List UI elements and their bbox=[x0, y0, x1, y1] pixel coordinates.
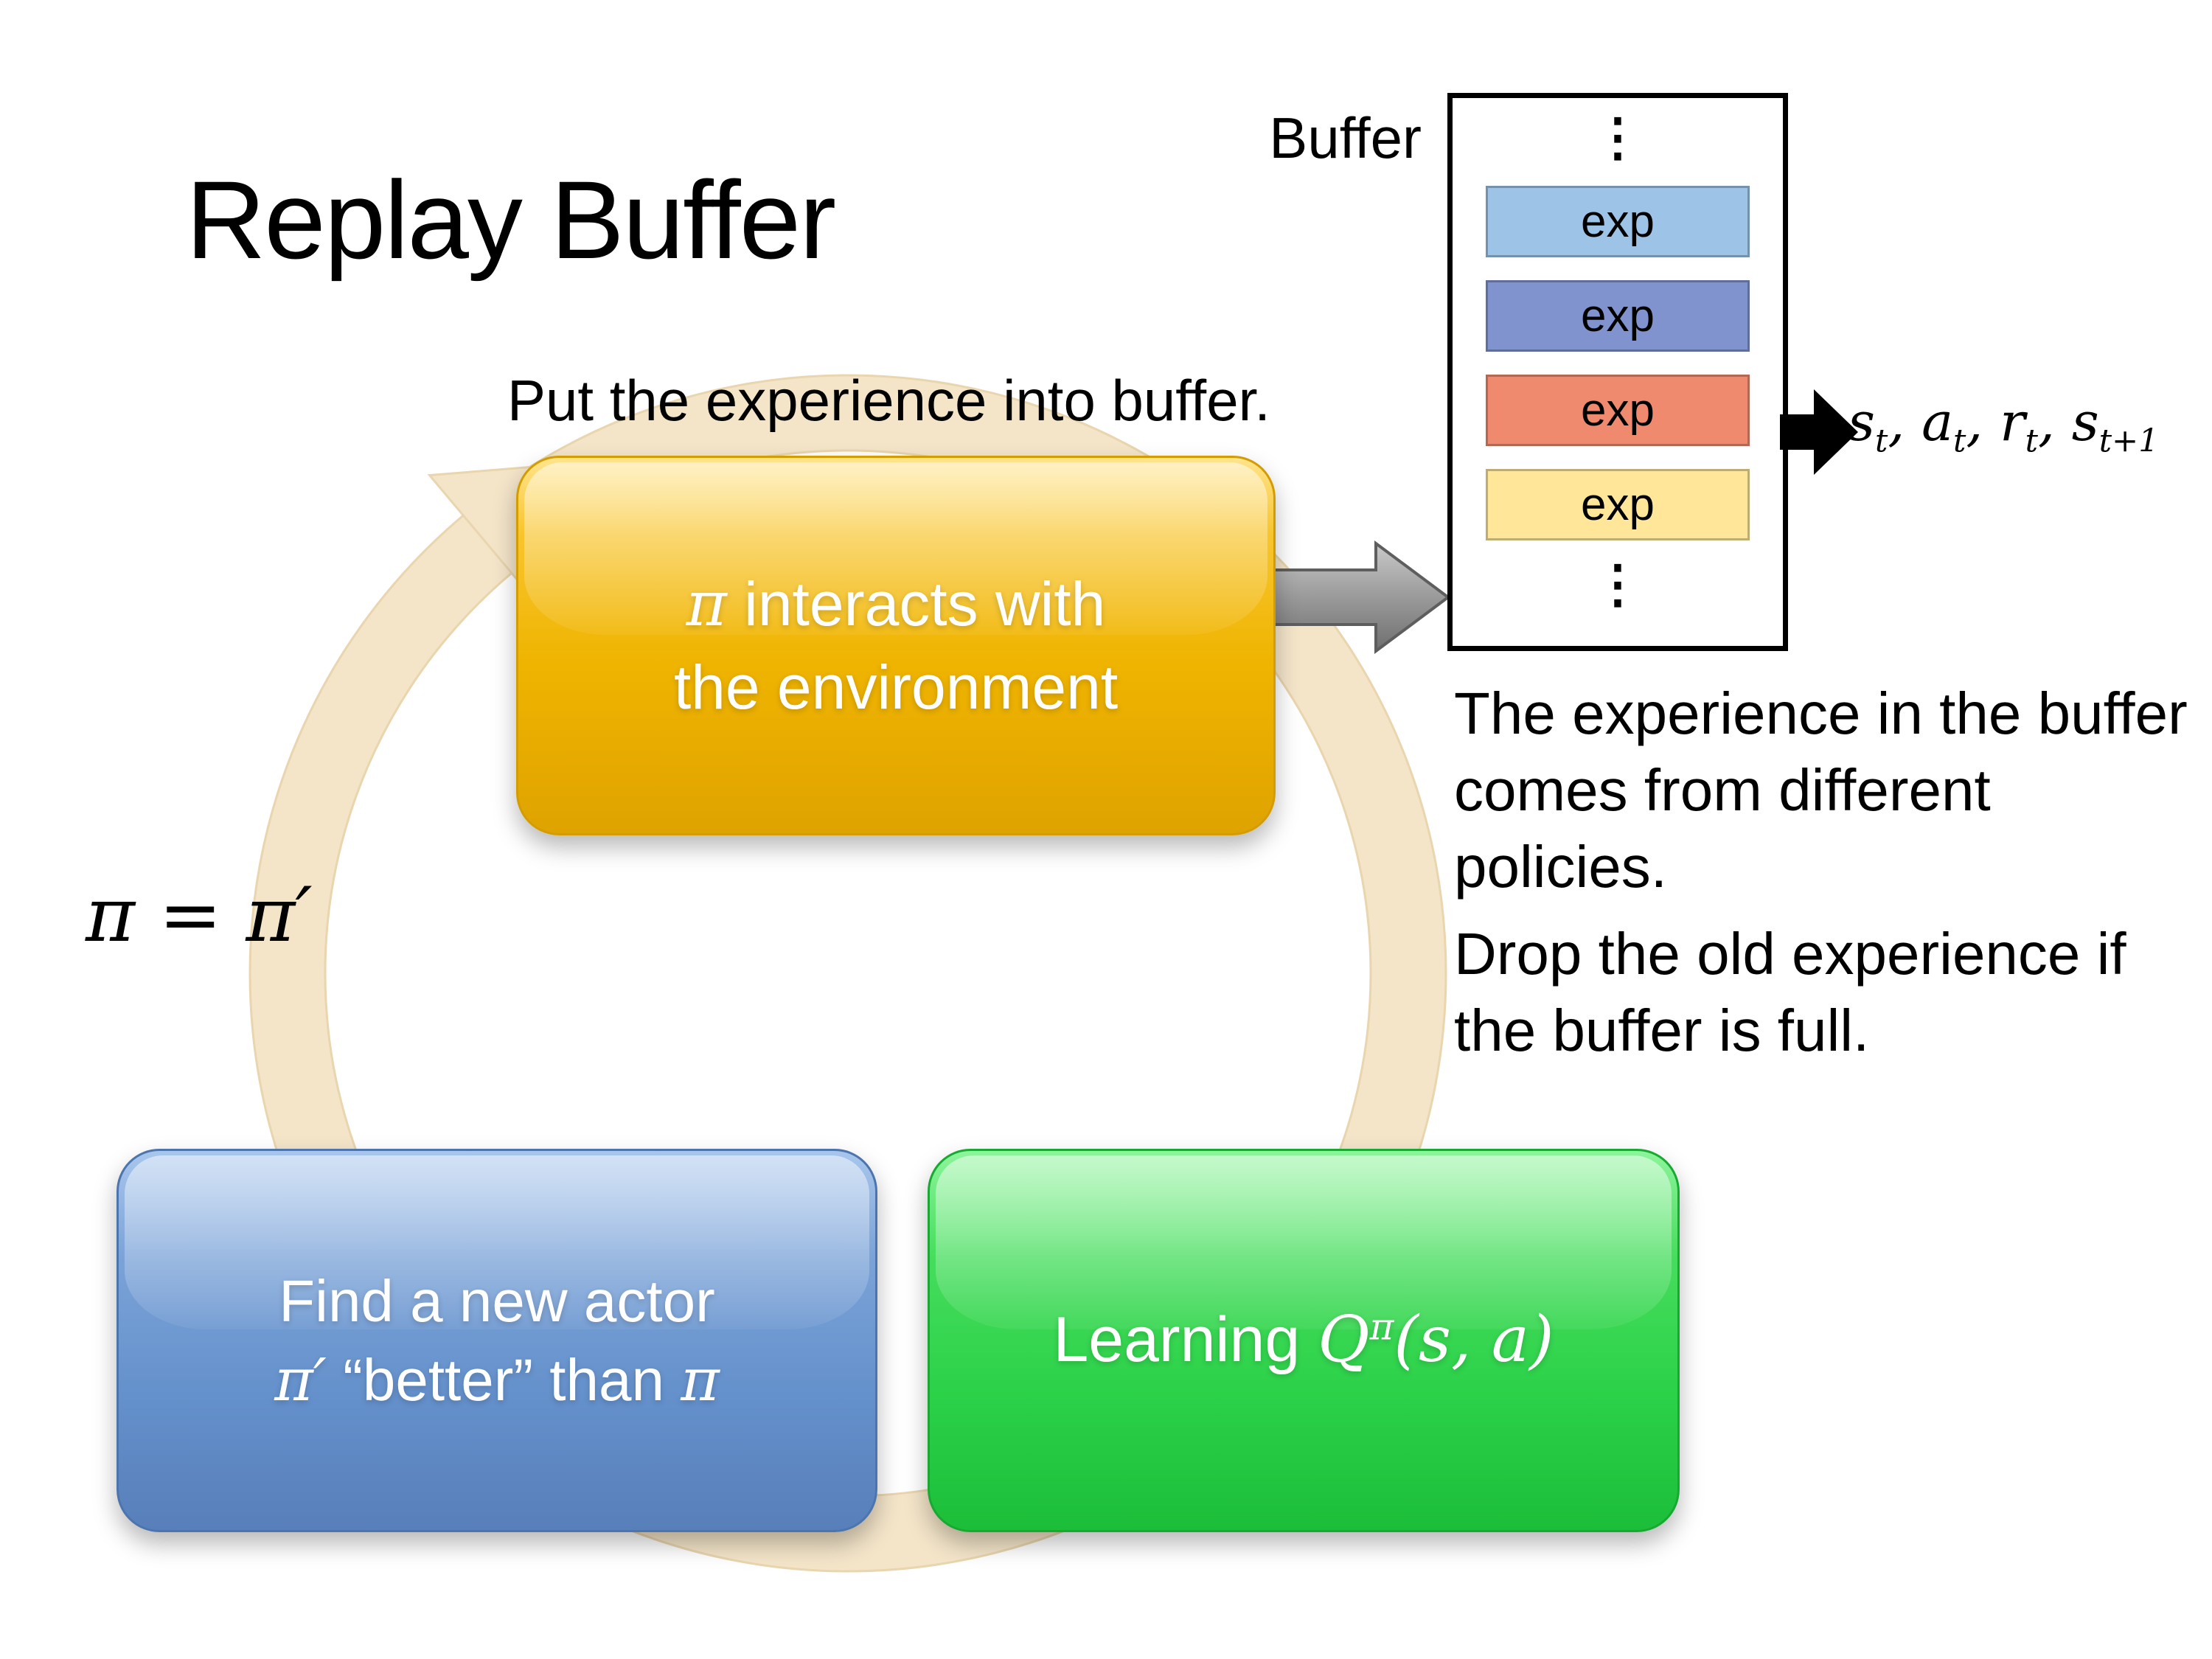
new-actor-box-text: Find a new actor π′ “better” than π bbox=[274, 1267, 720, 1414]
page-title: Replay Buffer bbox=[186, 158, 836, 282]
buffer-exp-item: exp bbox=[1486, 375, 1750, 446]
extract-arrow-icon bbox=[1780, 389, 1858, 475]
buffer-box: ⋮ exp exp exp exp ⋮ bbox=[1447, 93, 1788, 651]
buffer-exp-item: exp bbox=[1486, 280, 1750, 352]
pi-prime-symbol: π′ bbox=[274, 1346, 327, 1414]
tuple-term: st, bbox=[1848, 391, 1922, 460]
to-buffer-arrow-icon bbox=[1273, 540, 1451, 654]
experience-tuple: st, at, rt, st+1 bbox=[1848, 391, 2159, 459]
tuple-term: rt, bbox=[2000, 391, 2072, 460]
pi-symbol: π bbox=[686, 567, 727, 640]
cycle-box-new-actor: Find a new actor π′ “better” than π bbox=[116, 1149, 877, 1532]
q-superscript-pi: π bbox=[1369, 1305, 1394, 1349]
tuple-term: at, bbox=[1921, 391, 2000, 460]
buffer-notes: The experience in the buffer comes from … bbox=[1454, 675, 2194, 1069]
buffer-note-drop: Drop the old experience if the buffer is… bbox=[1454, 921, 2126, 1063]
buffer-label: Buffer bbox=[1269, 105, 1422, 170]
ellipsis-bottom: ⋮ bbox=[1592, 555, 1644, 613]
cycle-box-interact: π interacts with the environment bbox=[516, 456, 1276, 835]
cycle-box-learning-q: Learning Qπ(s, a) bbox=[928, 1149, 1680, 1532]
tuple-term: st+1 bbox=[2071, 391, 2159, 460]
buffer-exp-item: exp bbox=[1486, 186, 1750, 257]
q-symbol: Q bbox=[1318, 1303, 1370, 1377]
pi-symbol: π bbox=[681, 1346, 720, 1414]
ellipsis-top: ⋮ bbox=[1592, 108, 1644, 166]
buffer-exp-item: exp bbox=[1486, 469, 1750, 540]
put-experience-caption: Put the experience into buffer. bbox=[507, 368, 1270, 433]
learning-q-box-text: Learning Qπ(s, a) bbox=[1053, 1303, 1554, 1377]
interact-box-text: π interacts with the environment bbox=[673, 567, 1119, 722]
buffer-note-policies: The experience in the buffer comes from … bbox=[1454, 681, 2188, 900]
pi-equation: π = π′ bbox=[86, 872, 313, 959]
